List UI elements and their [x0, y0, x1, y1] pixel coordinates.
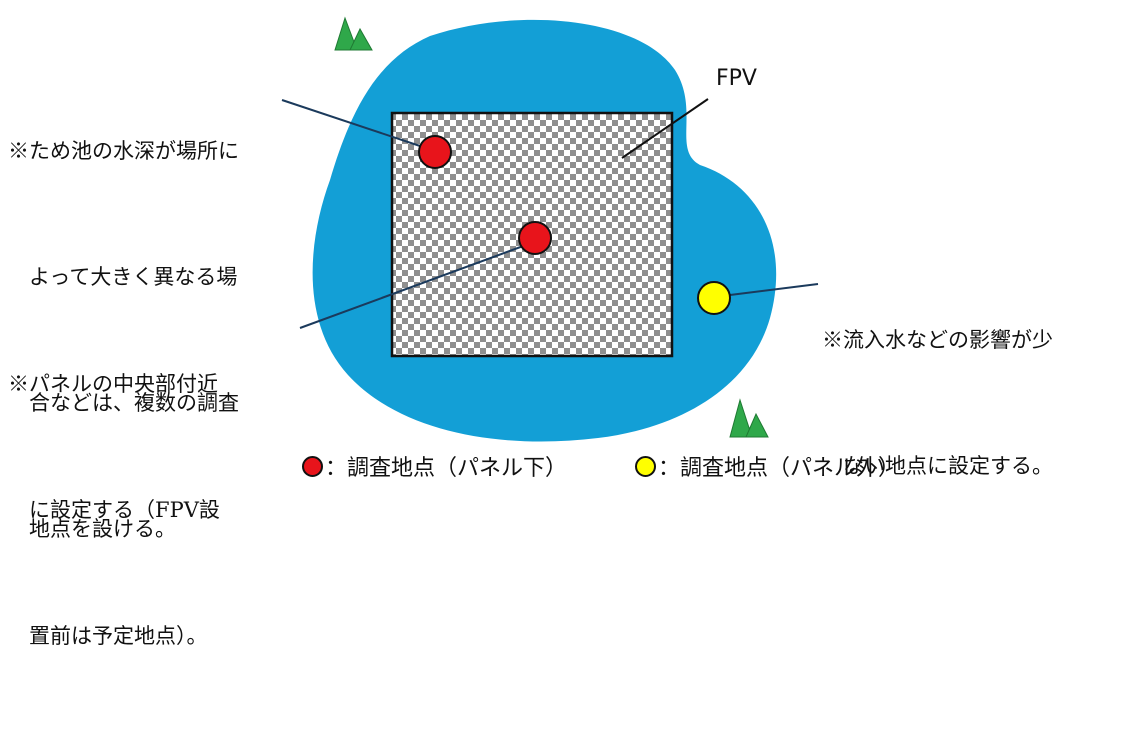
- note-panel-center: ※パネルの中央部付近 に設定する（FPV設 置前は予定地点）。: [8, 279, 220, 741]
- note-line: に設定する（FPV設: [8, 498, 220, 522]
- leader-line-inflow: [729, 283, 819, 296]
- diagram: ※ため池の水深が場所に よって大きく異なる場 合などは、複数の調査 地点を設ける…: [8, 16, 1053, 648]
- note-line: 置前は予定地点）。: [8, 624, 208, 648]
- note-line: よって大きく異なる場: [8, 265, 238, 289]
- legend-label: ：調査地点（パネル外）: [658, 456, 901, 481]
- leader-line-panel-center: [299, 244, 527, 329]
- leader-line-varying-depth: [281, 99, 424, 148]
- note-line: ※ため池の水深が場所に: [8, 139, 239, 163]
- survey-point-under-panel: [418, 135, 452, 169]
- pond-diagram-svg: [281, 16, 819, 442]
- tree-icon: [334, 16, 373, 51]
- leader-line-fpv: [621, 98, 709, 159]
- legend-under-panel: ：調査地点（パネル下）: [302, 450, 567, 482]
- note-line: ない地点に設定する。: [822, 454, 1053, 478]
- red-dot-icon: [302, 455, 323, 477]
- note-line: ※流入水などの影響が少: [822, 328, 1053, 352]
- survey-point-outside-panel: [697, 281, 731, 315]
- yellow-dot-icon: [635, 455, 656, 477]
- note-line: 合などは、複数の調査: [8, 391, 239, 415]
- note-inflow: ※流入水などの影響が少 ない地点に設定する。: [822, 235, 1053, 571]
- legend-label: ：調査地点（パネル下）: [325, 456, 568, 481]
- tree-icon: [729, 398, 769, 438]
- legend-outside-panel: ：調査地点（パネル外）: [635, 450, 900, 482]
- fpv-label: FPV: [716, 66, 757, 91]
- survey-point-under-panel: [518, 221, 552, 255]
- note-line: ※パネルの中央部付近: [8, 372, 218, 396]
